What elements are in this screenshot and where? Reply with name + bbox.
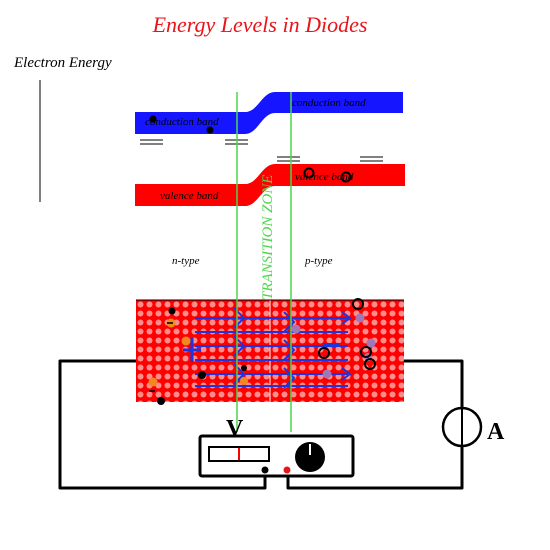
n-type-label: n-type	[172, 255, 200, 267]
valence-band-label-n: valence band	[160, 190, 219, 202]
voltmeter-terminal-positive	[283, 466, 291, 474]
hole-circle	[340, 171, 352, 183]
hole-circle	[303, 167, 315, 179]
valence-band-label-p: valence band	[295, 171, 354, 183]
holes	[318, 298, 376, 370]
conduction-band-label-n: conduction band	[145, 116, 219, 128]
circuit-wires	[58, 359, 464, 490]
ammeter-label: A	[487, 419, 505, 445]
conduction-band	[135, 92, 403, 134]
p-type-label: p-type	[304, 255, 333, 267]
y-axis-label: Electron Energy	[14, 55, 112, 71]
transition-zone-label: TRANSITION ZONE	[260, 175, 276, 300]
energy-level-ticks	[140, 139, 383, 162]
valence-band	[135, 164, 405, 206]
donor-atoms	[148, 318, 248, 387]
voltmeter-knob	[295, 442, 325, 472]
electron-dot	[206, 126, 214, 134]
free-electrons	[157, 307, 247, 405]
page-title: Energy Levels in Diodes	[152, 12, 368, 37]
charge-marks	[149, 322, 173, 392]
electron-dot	[149, 115, 157, 123]
acceptor-atoms	[291, 313, 376, 379]
voltmeter-terminal-negative	[261, 466, 269, 474]
conduction-band-label-p: conduction band	[292, 97, 366, 109]
